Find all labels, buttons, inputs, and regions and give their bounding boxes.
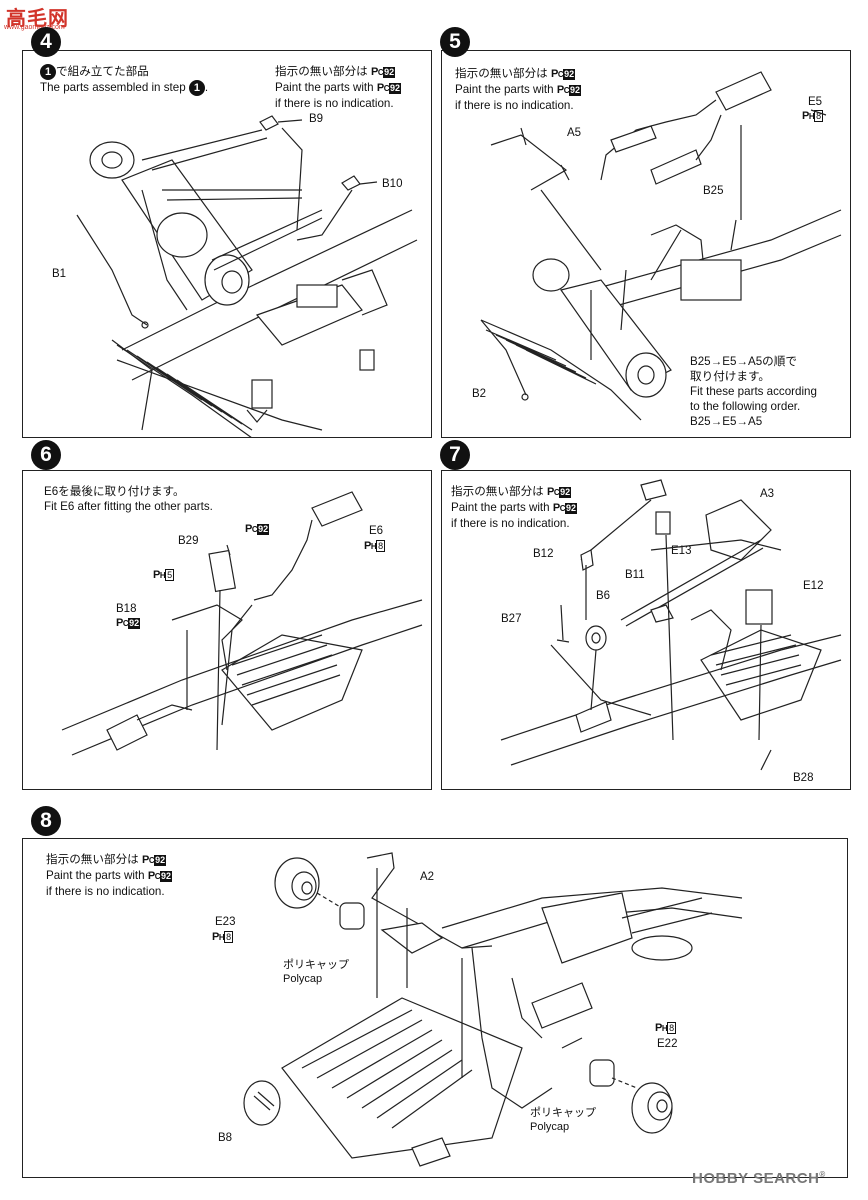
- step-4-paint-note: 指示の無い部分は PC92 Paint the parts with PC92 …: [275, 65, 401, 110]
- polycap-label-left: ポリキャップ Polycap: [283, 959, 349, 985]
- paint-code-b29: PC92: [245, 523, 270, 535]
- part-label-e12: E12: [803, 580, 824, 592]
- paint-note-en: Paint the parts with: [275, 81, 374, 94]
- part-label-e6: E6: [369, 525, 384, 537]
- site-logo-url: www.gaomaoz.com: [4, 24, 65, 31]
- step-1-badge: 1: [40, 64, 56, 80]
- step-8-drawing: [243, 852, 743, 1167]
- step-4-number: 4: [31, 27, 61, 57]
- paint-code-pc: PC: [371, 66, 384, 78]
- part-label-e5: E5: [808, 96, 823, 108]
- step-7-paint-note: 指示の無い部分は PC92 Paint the parts with PC92 …: [451, 485, 577, 530]
- part-label-a5: A5: [567, 127, 582, 139]
- part-label-b25: B25: [703, 185, 724, 197]
- part-label-a2: A2: [420, 871, 435, 883]
- part-label-b8: B8: [218, 1132, 233, 1144]
- part-label-b29: B29: [178, 535, 199, 547]
- paint-code-92: 92: [383, 67, 396, 78]
- hobby-search-watermark: HOBBY SEARCH®: [692, 1170, 826, 1187]
- step-7-number: 7: [440, 440, 470, 470]
- polycap-label-right: ポリキャップ Polycap: [530, 1107, 596, 1133]
- step-1-badge-en: 1: [188, 80, 205, 96]
- part-label-a3: A3: [760, 488, 775, 500]
- step-5-number: 5: [440, 27, 470, 57]
- step-8-number: 8: [31, 806, 61, 836]
- step-5-order-note: B25→E5→A5の順で 取り付けます。 Fit these parts acc…: [690, 355, 817, 428]
- paint-note-en-2: if there is no indication.: [275, 97, 394, 110]
- step-6-panel: [22, 470, 432, 790]
- part-label-b18: B18: [116, 603, 137, 615]
- step-5-drawing: [480, 71, 842, 421]
- step-4-note-jp: で組み立てた部品: [56, 65, 149, 79]
- part-label-e22: E22: [657, 1038, 678, 1050]
- site-logo: 高毛网 www.gaomaoz.com: [2, 2, 82, 32]
- part-label-e13: E13: [671, 545, 692, 557]
- part-label-b28: B28: [793, 772, 814, 784]
- part-label-b1: B1: [52, 268, 67, 280]
- step-8-paint-note: 指示の無い部分は PC92 Paint the parts with PC92 …: [46, 853, 172, 898]
- paint-code-b18: PC92: [116, 617, 141, 629]
- part-label-b11: B11: [625, 569, 645, 581]
- step-6-note: E6を最後に取り付けます。 Fit E6 after fitting the o…: [44, 485, 213, 513]
- step-7-drawing: [500, 479, 842, 771]
- part-label-e23: E23: [215, 916, 236, 928]
- step-4-note-en: The parts assembled in step: [40, 81, 186, 95]
- step-6-number: 6: [31, 440, 61, 470]
- part-label-b10: B10: [382, 178, 403, 190]
- part-label-b27: B27: [501, 613, 522, 625]
- step-6-drawing: [61, 491, 423, 756]
- part-label-b6: B6: [596, 590, 611, 602]
- step-5-paint-note: 指示の無い部分は PC92 Paint the parts with PC92 …: [455, 67, 581, 112]
- paint-note-jp: 指示の無い部分は: [275, 65, 368, 78]
- part-label-b2: B2: [472, 388, 487, 400]
- part-label-b12: B12: [533, 548, 554, 560]
- step-4-drawing: [76, 115, 418, 438]
- site-logo-text: 高毛网: [6, 6, 69, 30]
- part-label-b9: B9: [309, 113, 324, 125]
